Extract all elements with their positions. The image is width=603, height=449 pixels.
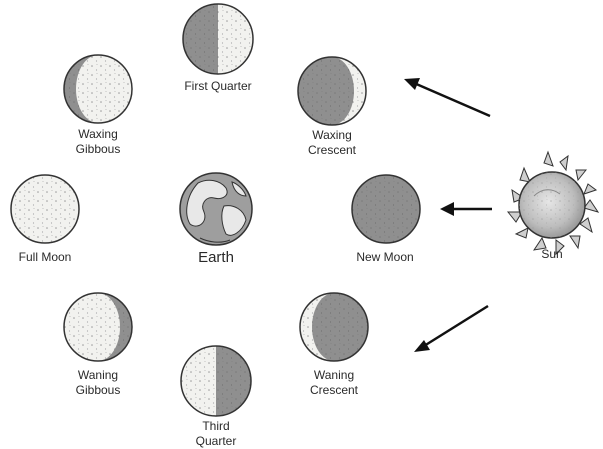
label-waxing-gibbous-line2: Gibbous — [76, 142, 121, 157]
label-waning-crescent: Waning Crescent — [310, 368, 358, 398]
third-quarter-moon — [181, 346, 251, 416]
label-waning-crescent-line1: Waning — [310, 368, 358, 383]
label-waning-gibbous-line1: Waning — [76, 368, 121, 383]
waxing-gibbous-moon — [64, 55, 132, 123]
label-new-moon-text: New Moon — [356, 250, 413, 265]
label-waxing-crescent: Waxing Crescent — [308, 128, 356, 158]
label-waxing-crescent-line2: Crescent — [308, 143, 356, 158]
label-waning-gibbous: Waning Gibbous — [76, 368, 121, 398]
label-third-quarter-line1: Third — [196, 419, 237, 434]
label-earth: Earth — [198, 249, 234, 267]
arrow-lower — [414, 306, 488, 352]
label-new-moon: New Moon — [356, 250, 413, 265]
label-first-quarter-text: First Quarter — [184, 79, 251, 94]
first-quarter-moon — [183, 4, 253, 74]
arrow-middle — [440, 202, 492, 216]
label-waxing-gibbous: Waxing Gibbous — [76, 127, 121, 157]
label-sun-text: Sun — [541, 247, 562, 262]
new-moon — [352, 175, 420, 243]
sun — [508, 152, 598, 254]
label-first-quarter: First Quarter — [184, 79, 251, 94]
waxing-crescent-moon — [298, 57, 366, 125]
label-third-quarter-line2: Quarter — [196, 434, 237, 449]
label-waning-gibbous-line2: Gibbous — [76, 383, 121, 398]
label-third-quarter: Third Quarter — [196, 419, 237, 449]
label-full-moon: Full Moon — [19, 250, 72, 265]
label-sun: Sun — [541, 247, 562, 262]
label-waxing-crescent-line1: Waxing — [308, 128, 356, 143]
full-moon — [11, 175, 79, 243]
waning-crescent-moon — [300, 293, 368, 361]
label-waxing-gibbous-line1: Waxing — [76, 127, 121, 142]
arrow-upper — [404, 78, 490, 116]
label-earth-text: Earth — [198, 249, 234, 267]
label-full-moon-text: Full Moon — [19, 250, 72, 265]
earth-globe — [180, 173, 252, 245]
label-waning-crescent-line2: Crescent — [310, 383, 358, 398]
waning-gibbous-moon — [64, 293, 132, 361]
